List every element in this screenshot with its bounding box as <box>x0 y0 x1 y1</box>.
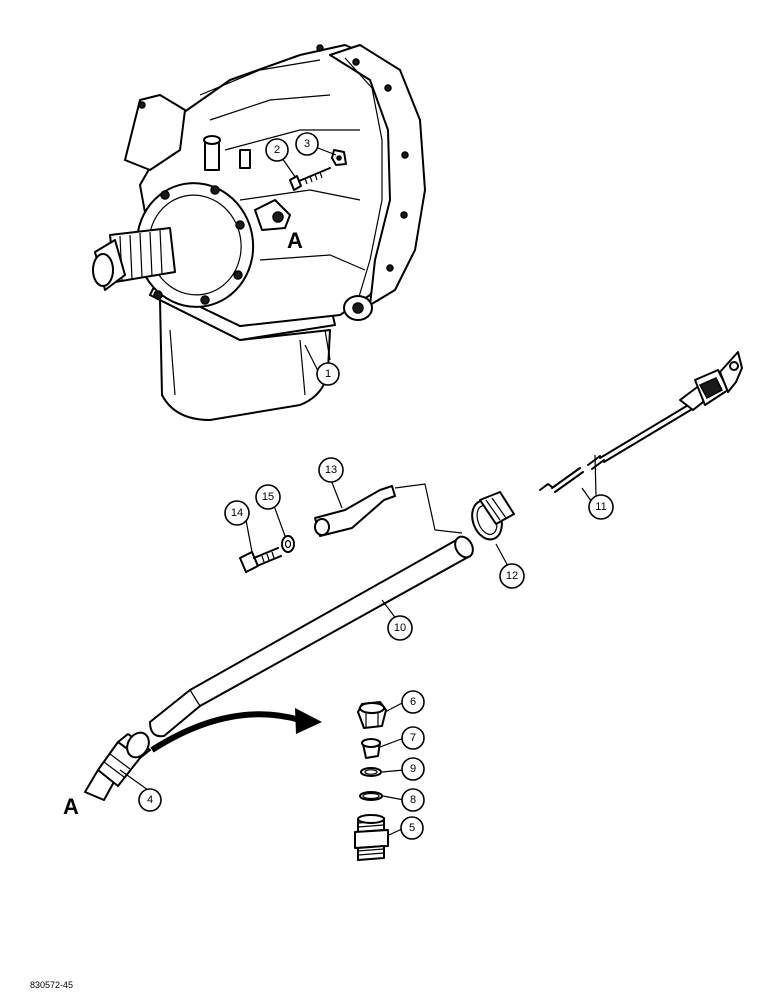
ring-part-9 <box>360 767 382 777</box>
callout-14: 14 <box>224 500 250 526</box>
transmission-assembly <box>92 44 426 421</box>
dipstick-part-11 <box>539 351 743 493</box>
hose-clamp-part-12 <box>471 491 515 541</box>
callout-1-label: 1 <box>325 368 331 380</box>
callout-3: 3 <box>295 132 319 156</box>
curved-arrow <box>150 708 322 753</box>
callout-12: 12 <box>499 563 525 589</box>
o-ring-part-8 <box>359 791 383 801</box>
callout-5-label: 5 <box>409 822 415 834</box>
callout-10: 10 <box>387 615 413 641</box>
rim-bolts <box>316 44 409 272</box>
nut-part-6 <box>357 701 387 729</box>
callout-4: 4 <box>138 788 162 812</box>
adapter-part-5 <box>354 814 389 861</box>
callout-14-label: 14 <box>231 507 243 519</box>
washer-part-15 <box>281 535 295 553</box>
callout-11: 11 <box>588 494 614 520</box>
sleeve-part-7 <box>361 738 381 759</box>
callout-4-label: 4 <box>147 794 153 806</box>
callout-7: 7 <box>401 726 425 750</box>
callout-8: 8 <box>401 788 425 812</box>
callout-15: 15 <box>255 484 281 510</box>
callout-8-label: 8 <box>410 794 416 806</box>
callout-7-label: 7 <box>410 732 416 744</box>
bracket-part-13 <box>314 485 396 537</box>
dipstick-tube-part-10 <box>149 535 474 738</box>
bracket-guide-line <box>394 483 463 534</box>
callout-15-label: 15 <box>262 491 274 503</box>
callout-1: 1 <box>316 362 340 386</box>
callout-6-label: 6 <box>410 696 416 708</box>
reference-label-a-top: A <box>287 228 303 253</box>
callout-12-label: 12 <box>506 570 518 582</box>
callout-2: 2 <box>265 138 289 162</box>
callout-9-label: 9 <box>410 763 416 775</box>
callout-5: 5 <box>400 816 424 840</box>
callout-2-label: 2 <box>274 144 280 156</box>
callout-11-label: 11 <box>595 501 606 513</box>
callout-13-label: 13 <box>325 464 337 476</box>
bolt-part-14 <box>239 547 282 573</box>
figure-code: 830572-45 <box>30 980 73 990</box>
callout-6: 6 <box>401 690 425 714</box>
nut-part-3 <box>331 149 347 166</box>
fitting-part-4 <box>84 731 151 801</box>
callout-10-label: 10 <box>394 622 406 634</box>
bolt-part-2 <box>289 167 331 191</box>
callout-9: 9 <box>401 757 425 781</box>
callout-13: 13 <box>318 457 344 483</box>
reference-label-a-bottom: A <box>63 794 79 819</box>
callout-3-label: 3 <box>304 138 310 150</box>
